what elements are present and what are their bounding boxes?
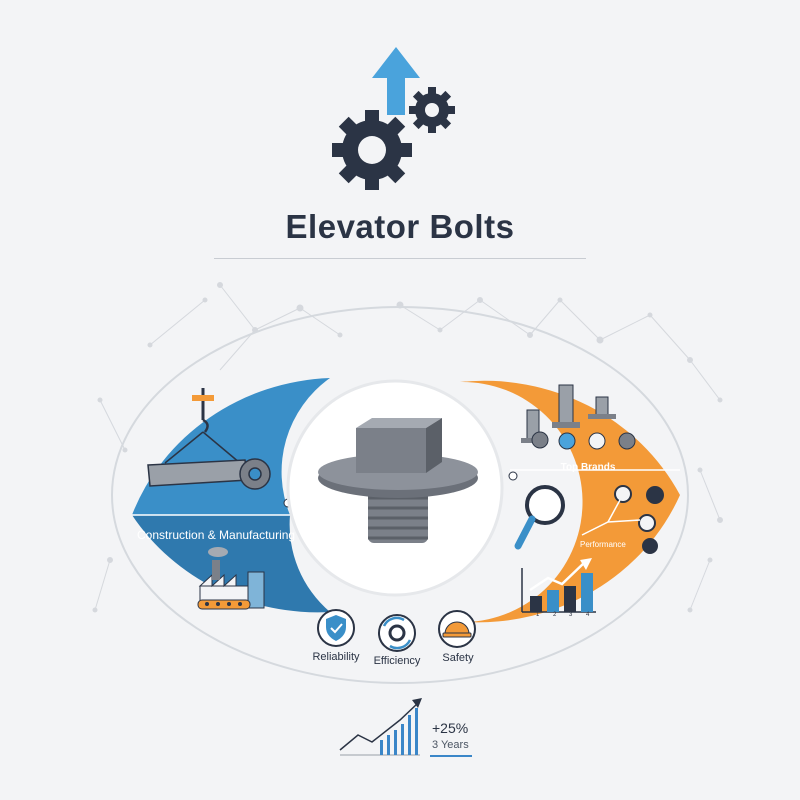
left-gear-icon: [239, 458, 271, 490]
gears-arrow-logo: [332, 47, 455, 190]
small-gear-icon: [409, 87, 455, 133]
magnifier-icon: [514, 485, 565, 550]
chart-tick-label: 1: [536, 612, 540, 618]
chart-tick-label: 2: [553, 612, 557, 618]
top-brands-label: Top Brands: [560, 462, 616, 473]
growth-period: 3 Years: [432, 739, 469, 751]
large-gear-icon: [332, 110, 412, 190]
growth-value: +25%: [432, 720, 469, 736]
growth-underline: [430, 755, 472, 757]
performance-gears-icon: [581, 485, 664, 554]
page-title: Elevator Bolts: [285, 208, 515, 245]
elevator-bolt-icon: [318, 418, 478, 543]
efficiency-label: Efficiency: [373, 655, 421, 667]
chart-tick-label: 3: [569, 612, 573, 618]
chart-tick-label: 4: [586, 612, 590, 618]
benefit-icons: [317, 609, 476, 652]
outer-ring: [111, 306, 689, 684]
bar-chart-icon: [521, 558, 596, 613]
safety-label: Safety: [442, 652, 474, 664]
title-divider: [214, 258, 586, 259]
performance-label: Performance: [580, 540, 626, 549]
factory-icon: [197, 547, 265, 610]
bolts-gears-row-icon: [521, 384, 636, 450]
reliability-label: Reliability: [312, 651, 360, 663]
growth-chart-icon: [339, 698, 422, 756]
construction-manufacturing-label: Construction & Manufacturing: [137, 528, 296, 542]
